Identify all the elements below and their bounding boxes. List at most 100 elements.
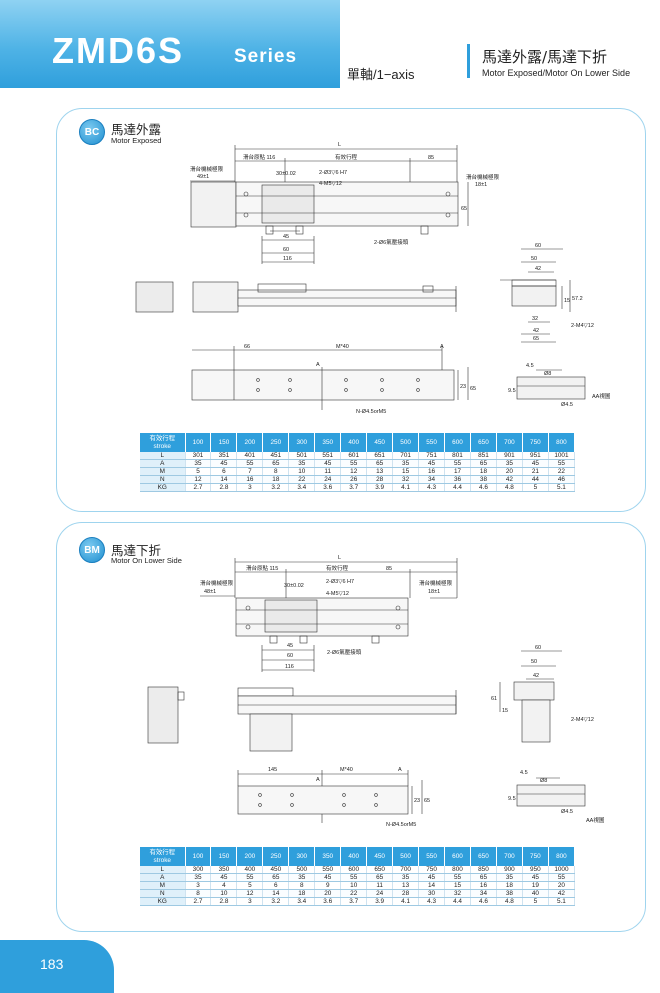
table-cell: 14 [262, 889, 290, 899]
table-cell: 10 [340, 881, 368, 891]
stroke-col: 500 [392, 847, 420, 866]
row-label: N [140, 475, 186, 485]
table-cell: 22 [548, 467, 576, 477]
row-label: N [140, 889, 186, 899]
aa-95: 9.5 [508, 388, 516, 394]
side-view-labels-bc: 60 50 42 32 42 65 15 57.2 2-M4▽12 [531, 243, 594, 342]
table-cell: 11 [314, 467, 342, 477]
page-tab [0, 940, 114, 993]
stroke-col: 300 [288, 433, 316, 452]
table-cell: 850 [470, 866, 497, 875]
stroke-col: 700 [496, 847, 523, 866]
table-cell: 42 [496, 475, 523, 485]
dim-n-hole: N-Ø4.5orM5 [386, 822, 416, 828]
aa-95: 9.5 [508, 796, 516, 802]
stroke-col: 500 [392, 433, 420, 452]
dim-limit-left-val: 48±1 [204, 589, 216, 595]
table-cell: 2.8 [210, 483, 238, 493]
table-cell: 20 [496, 467, 523, 477]
table-cell: 10 [288, 467, 316, 477]
dim-stroke: 有效行程 [326, 564, 349, 572]
table-cell: 12 [236, 889, 264, 899]
table-cell: 4.6 [470, 897, 497, 907]
table-cell: 24 [366, 889, 394, 899]
badge-bc: BC [79, 119, 105, 145]
table-cell: 35 [392, 873, 420, 883]
table-cell: 901 [496, 452, 523, 461]
section-title-cn: 馬達外露 [111, 122, 162, 137]
table-cell: 45 [314, 873, 342, 883]
dim-145: 145 [268, 767, 277, 773]
table-cell: 14 [418, 881, 446, 891]
stroke-col: 450 [366, 433, 394, 452]
aa-8: Ø8 [540, 778, 547, 784]
table-cell: 300 [185, 866, 212, 875]
table-cell: 35 [185, 459, 212, 469]
side-50: 50 [531, 659, 537, 665]
bottom-view-bc [191, 346, 469, 410]
stroke-col: 100 [185, 433, 212, 452]
dim-23: 23 [460, 384, 466, 390]
table-cell: 65 [366, 873, 394, 883]
table-cell: 55 [236, 873, 264, 883]
dim-m40: M*40 [340, 767, 353, 773]
aa-45b: Ø4.5 [561, 809, 573, 815]
stroke-col: 250 [262, 433, 290, 452]
table-cell: 22 [288, 475, 316, 485]
table-cell: 8 [185, 889, 212, 899]
dim-66: 66 [244, 344, 250, 350]
table-cell: 4.4 [444, 483, 471, 493]
table-cell: 800 [444, 866, 471, 875]
table-cell: 44 [522, 475, 549, 485]
table-cell: 55 [444, 873, 471, 883]
table-cell: 12 [340, 467, 368, 477]
table-cell: 4 [210, 881, 238, 891]
dim-30: 30±0.02 [284, 583, 304, 589]
header-band [0, 0, 340, 88]
table-cell: 18 [496, 881, 523, 891]
side-42: 42 [533, 673, 539, 679]
variant-title-en: Motor Exposed/Motor On Lower Side [482, 68, 631, 78]
row-label: M [140, 467, 186, 477]
table-cell: 401 [236, 452, 264, 461]
side-view-bc [500, 248, 571, 343]
table-cell: 3.4 [288, 483, 316, 493]
side-42b: 42 [533, 328, 539, 334]
side-15: 15 [564, 298, 570, 304]
table-cell: 851 [470, 452, 497, 461]
table-cell: 55 [444, 459, 471, 469]
table-cell: 13 [392, 881, 420, 891]
table-cell: 4.1 [392, 897, 420, 907]
table-cell: 900 [496, 866, 523, 875]
table-cell: 5 [185, 467, 212, 477]
model-title: ZMD6S [52, 30, 185, 71]
table-cell: 45 [522, 873, 549, 883]
table-cell: 18 [470, 467, 497, 477]
table-cell: 3.2 [262, 897, 290, 907]
dim-116: 116 [285, 664, 294, 670]
table-cell: 19 [522, 881, 549, 891]
table-cell: 4.8 [496, 483, 523, 493]
table-cell: 34 [470, 889, 497, 899]
aa-45b: Ø4.5 [561, 402, 573, 408]
table-cell: 14 [210, 475, 238, 485]
dim-65b: 65 [470, 386, 476, 392]
aa-view-bm [516, 777, 586, 807]
table-cell: 16 [470, 881, 497, 891]
dim-a: A [440, 344, 444, 350]
table-cell: 4.3 [418, 897, 446, 907]
bottom-view-labels-bm: 145 M*40 A A 23 65 N-Ø4.5orM5 [268, 767, 430, 828]
table-cell: 35 [496, 459, 523, 469]
table-cell: 16 [418, 467, 446, 477]
row-label: KG [140, 483, 186, 493]
table-cell: 4.4 [444, 897, 471, 907]
stroke-col: 400 [340, 433, 368, 452]
dim-origin: 滑台原點 115 [246, 564, 278, 572]
table-cell: 6 [210, 467, 238, 477]
table-cell: 65 [262, 873, 290, 883]
table-cell: 45 [522, 459, 549, 469]
dim-a: A [398, 767, 402, 773]
